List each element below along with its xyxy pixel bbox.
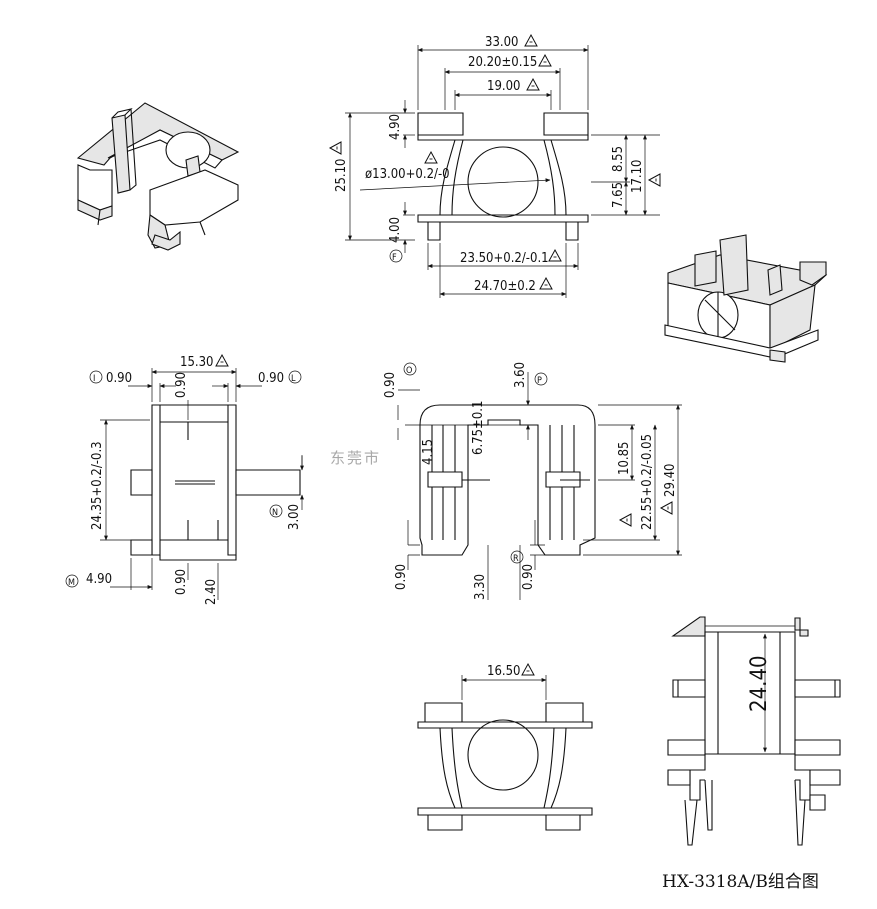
section-view: O 0.90 P 3.60 4.15 6.75±0.1 10.85 22.55+… xyxy=(383,362,682,600)
dim-right-090: 0.90 xyxy=(258,371,284,386)
dim-h-2255: 22.55+0.2/-0.05 xyxy=(640,434,655,530)
mark-p: P xyxy=(537,376,542,386)
drawing-caption: HX-3318A/B组合图 xyxy=(662,872,819,892)
dim-h-765: 7.65 xyxy=(611,182,626,208)
dim-w-2350: 23.50+0.2/-0.1 xyxy=(460,251,549,266)
side-view: 15.30 I 0.90 0.90 0.90 L 24.35+0.2/-0.3 … xyxy=(65,354,304,605)
dim-h-2440: 24.40 xyxy=(747,655,772,712)
dim-675: 6.75±0.1 xyxy=(471,401,486,455)
dim-h-2435: 24.35+0.2/-0.3 xyxy=(90,441,105,530)
mark-m: M xyxy=(68,578,75,588)
dim-top-090: 0.90 xyxy=(383,372,398,398)
mark-n: N xyxy=(272,508,278,518)
dim-bot-240: 2.40 xyxy=(204,579,219,605)
bottom-view: 16.50 xyxy=(417,663,593,831)
mark-f: F xyxy=(392,253,397,263)
dim-bot-090: 0.90 xyxy=(174,569,189,595)
dim-b-090b: 0.90 xyxy=(521,564,536,590)
dim-w-2470: 24.70±0.2 xyxy=(474,279,536,294)
dim-mid-090: 0.90 xyxy=(174,372,189,398)
right-view: 24.40 xyxy=(667,616,841,846)
watermark: 东莞市 xyxy=(330,449,381,467)
dim-top-360: 3.60 xyxy=(513,362,528,388)
dim-w-overall: 33.00 xyxy=(485,35,518,50)
mark-l: L xyxy=(291,374,296,384)
dim-h-bottom-flange: 4.00 xyxy=(388,217,403,243)
front-view: 33.00 20.20±0.15 19.00 25.10 4.90 4.00 F… xyxy=(329,34,661,298)
isometric-view-left xyxy=(76,102,240,251)
mark-o: O xyxy=(406,366,412,376)
isometric-view-right xyxy=(664,234,828,363)
dim-h-300: 3.00 xyxy=(287,504,302,530)
dim-w-1530: 15.30 xyxy=(180,355,213,370)
dim-h-top-flange: 4.90 xyxy=(388,114,403,140)
dim-left-090: 0.90 xyxy=(106,371,132,386)
dim-bore: ø13.00+0.2/-0 xyxy=(365,167,450,182)
dim-b-330: 3.30 xyxy=(473,574,488,600)
dim-w-1650: 16.50 xyxy=(487,664,520,679)
dim-415: 4.15 xyxy=(421,439,436,465)
mark-r: R xyxy=(513,554,519,564)
dim-w-490: 4.90 xyxy=(86,572,112,587)
dim-h-1085: 10.85 xyxy=(617,442,632,475)
dim-h-1710: 17.10 xyxy=(630,160,645,193)
dim-b-090a: 0.90 xyxy=(394,564,409,590)
dim-h-overall: 25.10 xyxy=(334,159,349,192)
dim-h-2940: 29.40 xyxy=(663,464,678,497)
dim-h-855: 8.55 xyxy=(611,146,626,172)
mark-i: I xyxy=(93,374,95,384)
dim-w-19: 19.00 xyxy=(487,79,520,94)
dim-w-inner: 20.20±0.15 xyxy=(468,55,537,70)
